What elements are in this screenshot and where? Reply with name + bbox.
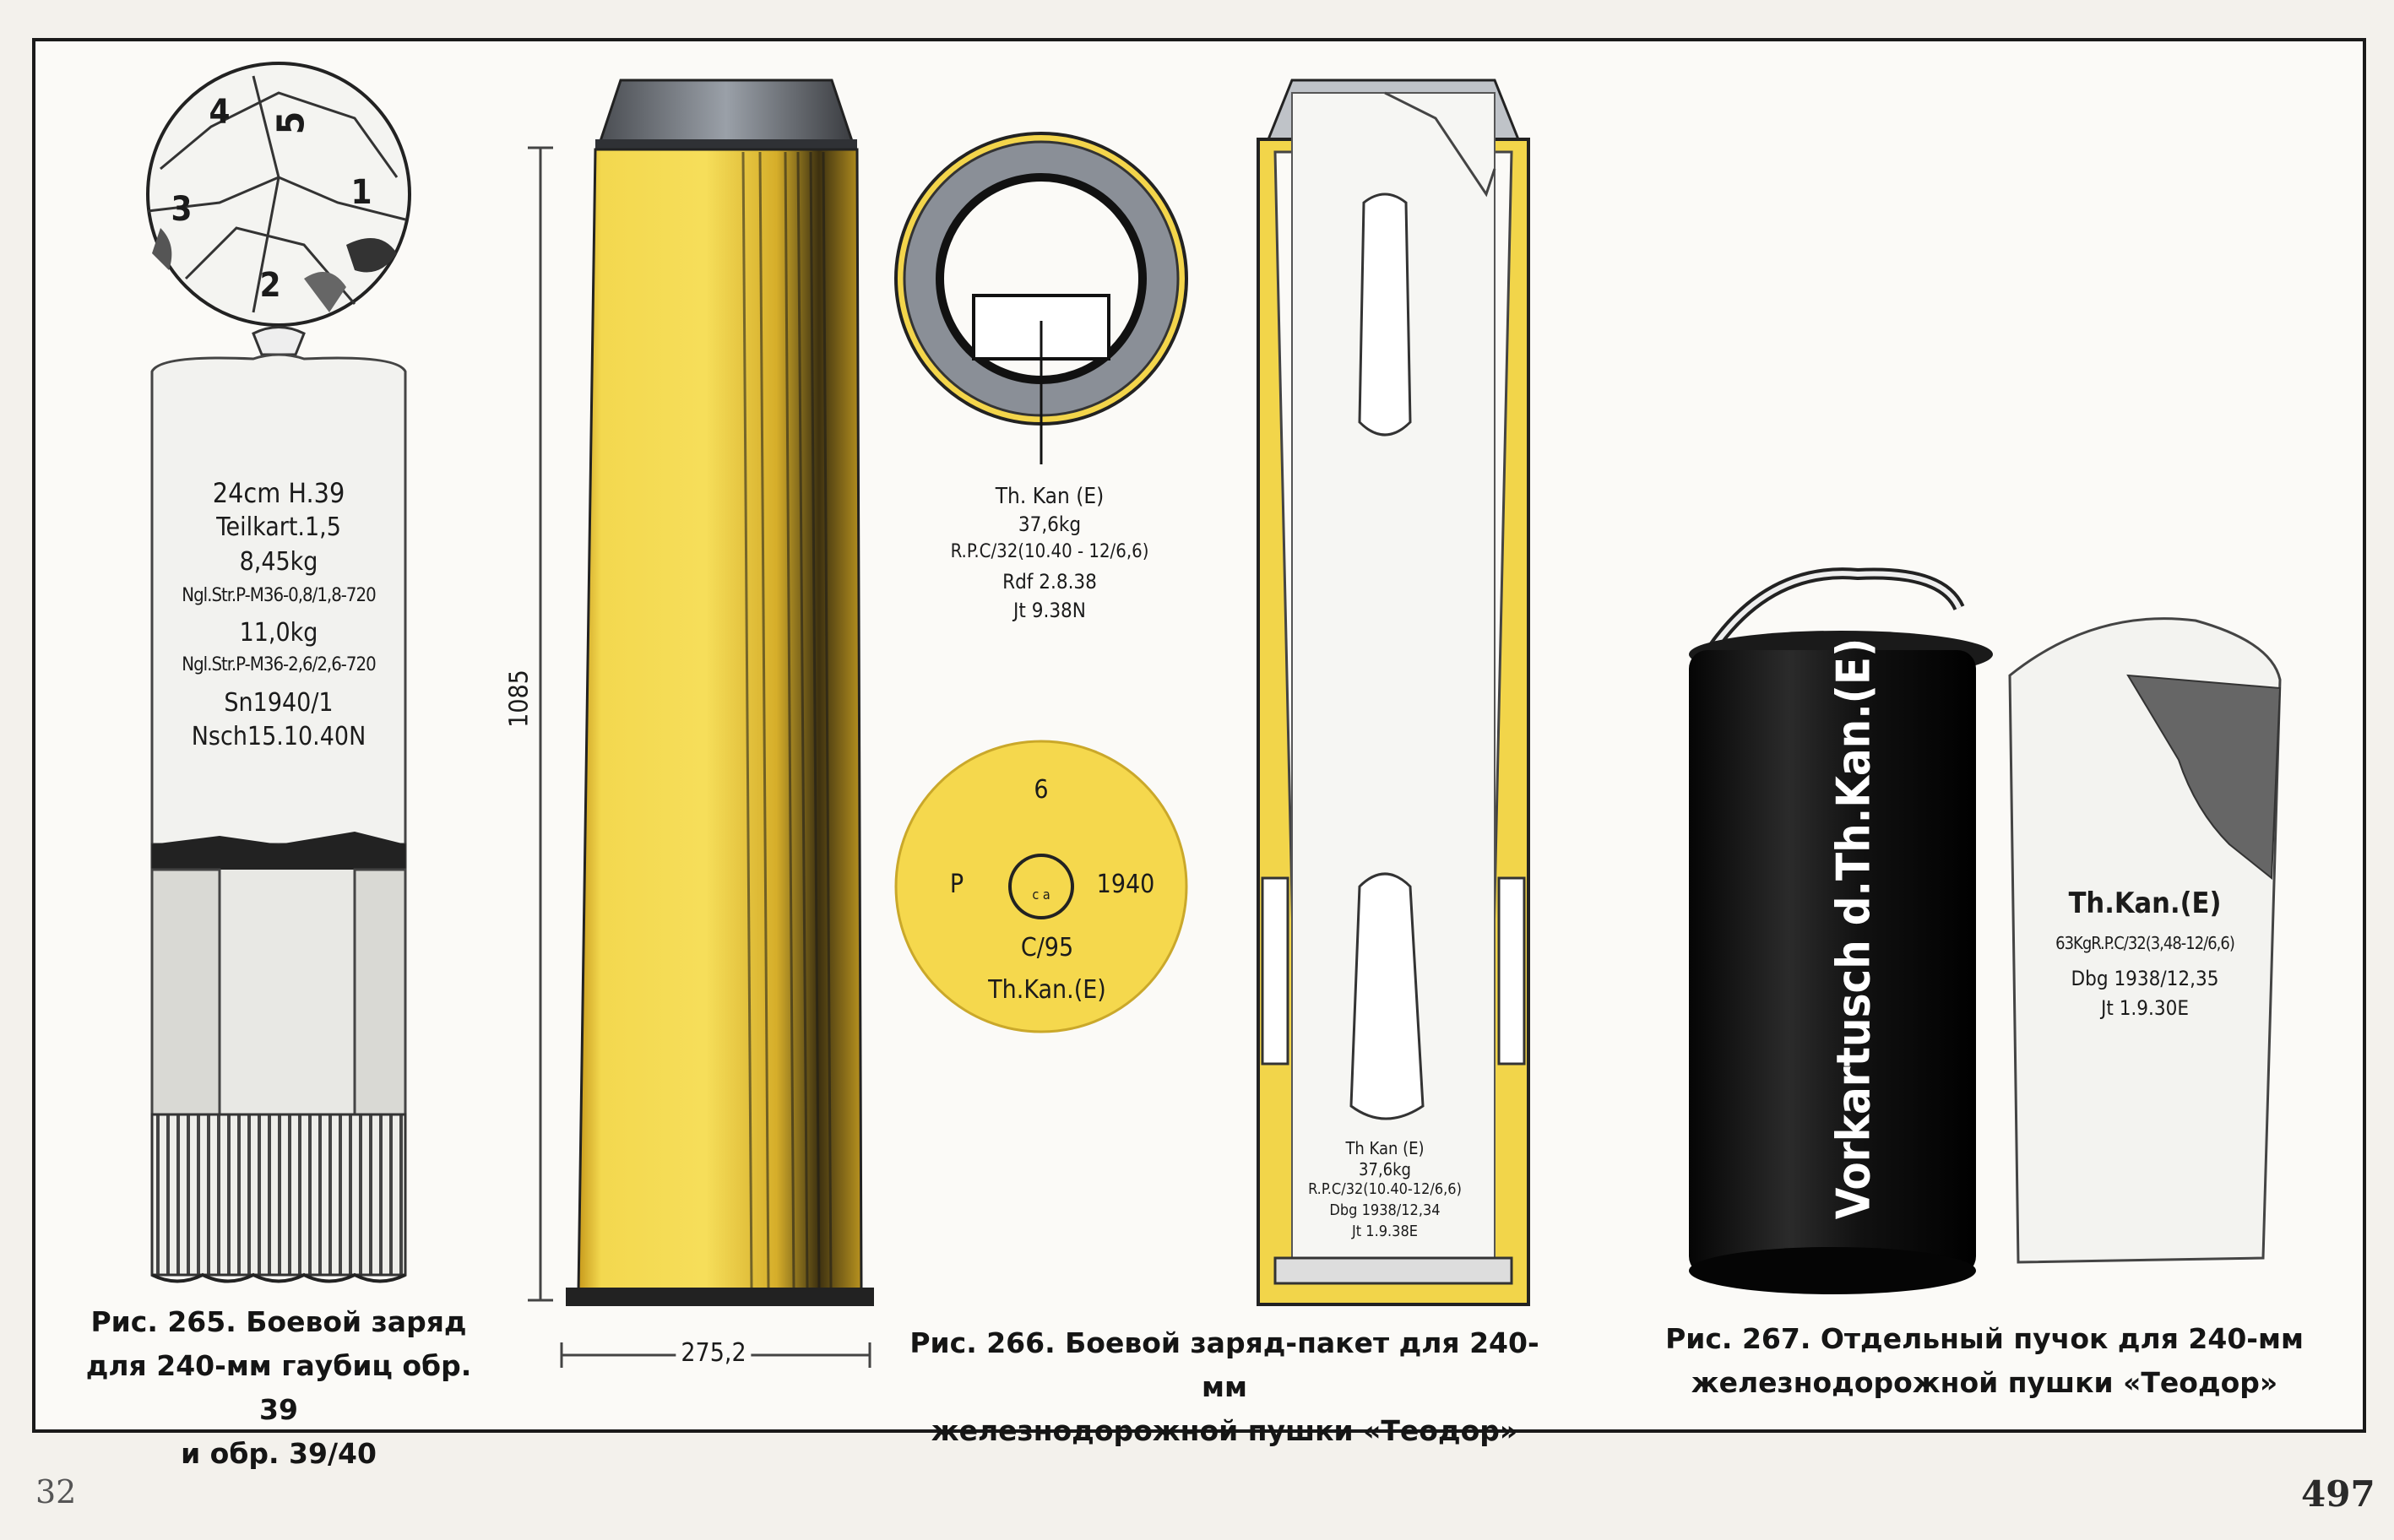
caption-line: Рис. 265. Боевой заряд [90,1305,467,1338]
label-line: 24cm H.39 [212,477,345,509]
fig267-caption: Рис. 267. Отдельный пучок для 240-мм жел… [1655,1317,2314,1405]
fig266-caption: Рис. 266. Боевой заряд-пакет для 240-мм … [895,1321,1554,1453]
label-line: 8,45kg [239,547,318,577]
circle-number-4: 4 [209,93,231,132]
figure-plate [32,38,2366,1433]
base-top: 6 [1034,775,1049,805]
fig266-base-view [894,740,1188,1033]
label-line: Ngl.Str.P-M36-2,6/2,6-720 [182,654,376,675]
page-number-left: 32 [35,1473,77,1510]
dimension-height: 1085 [504,670,535,728]
label-line: 63KgR.P.C/32(3,48-12/6,6) [2055,933,2235,953]
circle-number-3: 3 [171,190,193,229]
label-line: Rdf 2.8.38 [1002,570,1097,594]
label-line: Th Kan (E) [1345,1138,1425,1158]
label-line: Teilkart.1,5 [216,512,341,542]
label-line: Ngl.Str.P-M36-0,8/1,8-720 [182,585,376,606]
circle-number-1: 1 [350,173,372,212]
circle-number-5: 5 [269,111,313,135]
base-left: P [949,870,964,899]
label-line: R.P.C/32(10.40-12/6,6) [1308,1180,1462,1198]
caption-line: железнодорожной пушки «Теодор» [931,1414,1518,1447]
label-line: 11,0kg [239,618,318,648]
caption-line: для 240-мм гаубиц обр. 39 [85,1349,472,1426]
fig266-top-view [894,132,1188,464]
label-line: Jt 1.9.38E [1352,1223,1418,1240]
label-line: 37,6kg [1018,512,1082,536]
page-number-right: 497 [2301,1473,2375,1515]
label-line: Dbg 1938/12,34 [1329,1201,1441,1219]
fig267-container-text: Vorkartusch d.Th.Kan.(E) [1827,637,1881,1220]
circle-number-2: 2 [259,266,281,305]
label-line: Jt 1.9.30E [2101,996,2189,1020]
base-bottom: Th.Kan.(E) [988,975,1106,1005]
caption-line: Рис. 267. Отдельный пучок для 240-мм [1665,1322,2304,1355]
fig265-charge [146,62,411,1283]
dimension-width: 275,2 [676,1338,752,1368]
caption-line: железнодорожной пушки «Теодор» [1691,1366,2278,1399]
fig266-cartridge-case [528,79,874,1368]
fig265-caption: Рис. 265. Боевой заряд для 240-мм гаубиц… [76,1300,481,1476]
fig267-container [1689,567,1993,1294]
fig266-section [1257,79,1530,1306]
label-line: Dbg 1938/12,35 [2071,967,2219,990]
label-line: Jt 9.38N [1013,599,1086,622]
label-line: Sn1940/1 [224,688,334,718]
caption-line: и обр. 39/40 [181,1437,377,1470]
label-line: R.P.C/32(10.40 - 12/6,6) [950,541,1149,562]
caption-line: Рис. 266. Боевой заряд-пакет для 240-мм [909,1326,1539,1403]
label-line: Th.Kan.(E) [2068,887,2222,920]
label-line: Th. Kan (E) [995,484,1105,509]
fig267-bag [2008,617,2282,1264]
base-primer: c a [1032,887,1050,903]
label-line: Nsch15.10.40N [191,722,366,751]
base-right: 1940 [1096,870,1155,899]
base-center: C/95 [1020,933,1074,962]
label-line: 37,6kg [1359,1159,1411,1179]
